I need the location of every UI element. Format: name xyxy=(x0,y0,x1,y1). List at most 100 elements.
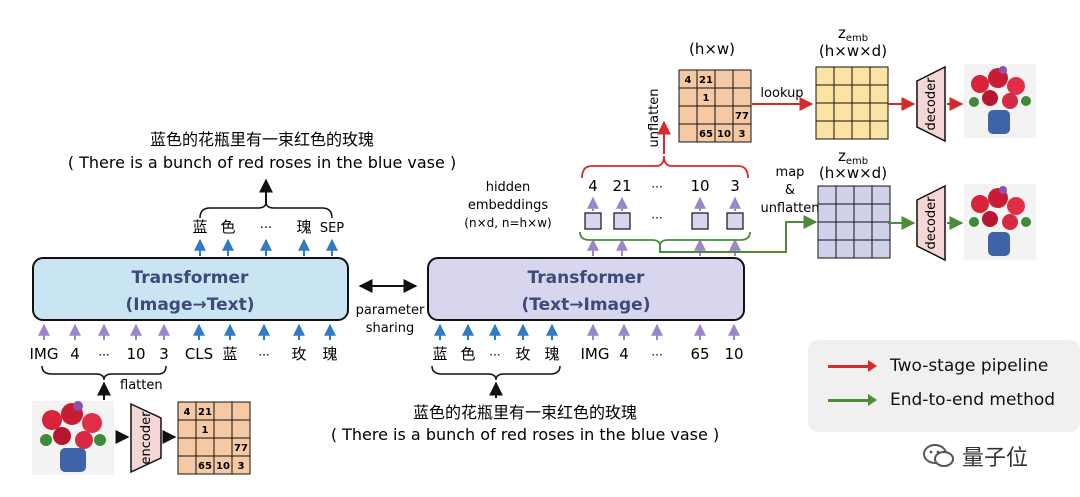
grid-cell xyxy=(833,66,853,86)
right-transformer-box xyxy=(427,257,745,321)
right-image-token: IMG xyxy=(581,345,610,363)
grid-cell xyxy=(835,221,855,241)
grid-cell-value: 3 xyxy=(238,461,245,472)
grid-cell xyxy=(815,120,835,140)
legend-green-arrow xyxy=(828,393,877,406)
grid-cell xyxy=(871,203,891,223)
left-text-input-arrows xyxy=(193,323,336,340)
left-text-token: CLS xyxy=(185,345,213,363)
legend-item-two-stage: Two-stage pipeline xyxy=(828,356,1048,376)
grid-cell xyxy=(815,84,835,104)
right-transformer-subtitle: (Text→Image) xyxy=(522,295,651,315)
grid-cell xyxy=(835,239,855,259)
right-text-token: 蓝 xyxy=(432,345,447,363)
right-transformer-title: Transformer xyxy=(528,268,646,288)
grid-cell-value: 77 xyxy=(234,443,248,454)
parameter-sharing-line2: sharing xyxy=(366,321,414,336)
grid-cell xyxy=(853,185,873,205)
grid-cell xyxy=(177,455,197,475)
grid-cell xyxy=(871,239,891,259)
grid-cell-value: 21 xyxy=(198,407,212,418)
legend-label: Two-stage pipeline xyxy=(890,356,1049,376)
left-image-token: 10 xyxy=(126,345,145,363)
hidden-token-arrows xyxy=(587,196,741,211)
grid-cell-value: 10 xyxy=(717,129,731,140)
grid-cell-value: 10 xyxy=(216,461,230,472)
top-grid-label: (h×w) xyxy=(689,40,735,58)
grid-cell xyxy=(213,401,233,421)
encoder-label: encoder xyxy=(139,411,154,465)
grid-cell xyxy=(817,203,837,223)
legend-red-arrow xyxy=(828,359,877,372)
hidden-label-line1: hidden xyxy=(486,180,531,195)
grid-cell xyxy=(835,185,855,205)
watermark-text: 量子位 xyxy=(962,446,1029,471)
decoder-bottom-label: decoder xyxy=(924,196,939,250)
grid-cell xyxy=(732,87,752,107)
bottom-output-flower-image xyxy=(964,184,1036,260)
right-image-token: 10 xyxy=(724,345,743,363)
grid-cell xyxy=(851,84,871,104)
legend-item-end-to-end: End-to-end method xyxy=(828,390,1055,410)
grid-cell xyxy=(833,102,853,122)
map-line2: & xyxy=(785,183,795,198)
right-image-token: 65 xyxy=(690,345,709,363)
grid-cell xyxy=(213,419,233,439)
grid-cell-value: 65 xyxy=(699,129,713,140)
zemb-bottom-dims: (h×w×d) xyxy=(819,164,887,182)
hidden-embedding-boxes xyxy=(584,212,744,230)
zemb-bottom-z: z xyxy=(838,147,846,165)
grid-cell-value: 4 xyxy=(184,407,191,418)
hidden-label-line2: embeddings xyxy=(468,198,549,213)
left-output-token: 色 xyxy=(220,218,235,236)
unflatten-label: unflatten xyxy=(647,88,662,147)
grid-cell xyxy=(853,239,873,259)
left-output-token: SEP xyxy=(320,221,344,236)
grid-cell xyxy=(851,66,871,86)
bottom-caption-en: ( There is a bunch of red roses in the b… xyxy=(331,425,719,444)
right-text-token: ··· xyxy=(489,348,500,362)
grid-cell xyxy=(195,437,215,457)
top-output-flower-image xyxy=(964,64,1036,138)
left-output-brace xyxy=(199,201,333,219)
left-image-token: 3 xyxy=(159,345,169,363)
flatten-label: flatten xyxy=(120,378,163,393)
hidden-output-token: 3 xyxy=(730,177,740,195)
grid-cell xyxy=(732,123,752,143)
bottom-caption-zh: 蓝色的花瓶里有一束红色的玫瑰 xyxy=(413,403,637,422)
grid-cell xyxy=(213,437,233,457)
left-transformer-box xyxy=(32,257,349,321)
decoder-top-shape xyxy=(916,65,946,143)
end-to-end-green-brace xyxy=(579,231,751,247)
map-unflatten-arrow xyxy=(659,215,818,253)
legend-label: End-to-end method xyxy=(890,390,1056,410)
decoder-top-label: decoder xyxy=(924,77,939,131)
grid-cell xyxy=(817,239,837,259)
grid-cell xyxy=(853,221,873,241)
zemb-top-grid xyxy=(815,66,889,140)
grid-cell-value: 1 xyxy=(703,93,710,104)
grid-cell xyxy=(835,203,855,223)
right-text-token: 色 xyxy=(460,345,475,363)
grid-cell xyxy=(853,203,873,223)
zemb-bottom-grid xyxy=(817,185,891,259)
grid-cell xyxy=(869,102,889,122)
wechat-icon xyxy=(923,444,954,467)
grid-cell xyxy=(177,419,197,439)
parameter-sharing-line1: parameter xyxy=(356,303,425,318)
right-image-token: 4 xyxy=(619,345,629,363)
grid-cell xyxy=(871,221,891,241)
hidden-output-token: 10 xyxy=(690,177,709,195)
map-line3: unflatten xyxy=(760,201,819,216)
left-text-token: 玫 xyxy=(291,345,306,363)
grid-cell xyxy=(833,84,853,104)
grid-cell xyxy=(678,87,698,107)
right-text-token: 玫 xyxy=(515,345,530,363)
grid-cell xyxy=(714,87,734,107)
grid-cell-value: 3 xyxy=(739,129,746,140)
grid-cell xyxy=(833,120,853,140)
hidden-output-token: 21 xyxy=(612,177,631,195)
left-output-token: 蓝 xyxy=(192,218,207,236)
